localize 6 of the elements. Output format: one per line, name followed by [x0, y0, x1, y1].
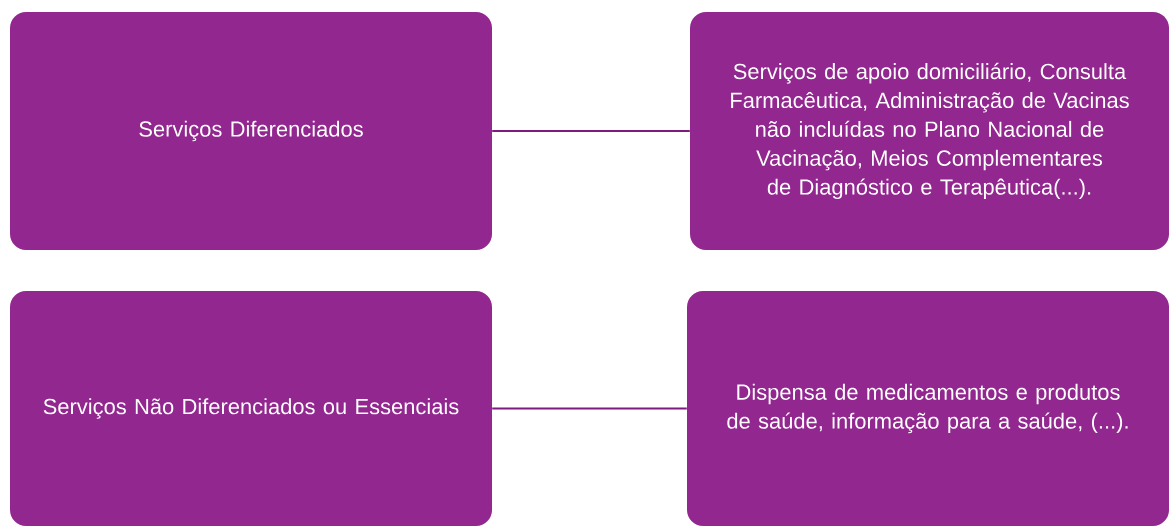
text-box: Serviços Diferenciados: [10, 12, 492, 250]
text-box: Serviços de apoio domiciliário, Consulta Farmacêutica, Administração de Vacinas não incluídas no Plano Nacional de Vacinação, Meios Complementares de Diagnóstico e Terapêutica(...).: [690, 12, 1169, 250]
text-box: Dispensa de medicamentos e produtos de saúde, informação para a saúde, (...).: [687, 291, 1169, 526]
connector-line: [491, 130, 691, 132]
text-box: Serviços Não Diferenciados ou Essenciais: [10, 291, 492, 526]
connector-line: [491, 407, 688, 410]
